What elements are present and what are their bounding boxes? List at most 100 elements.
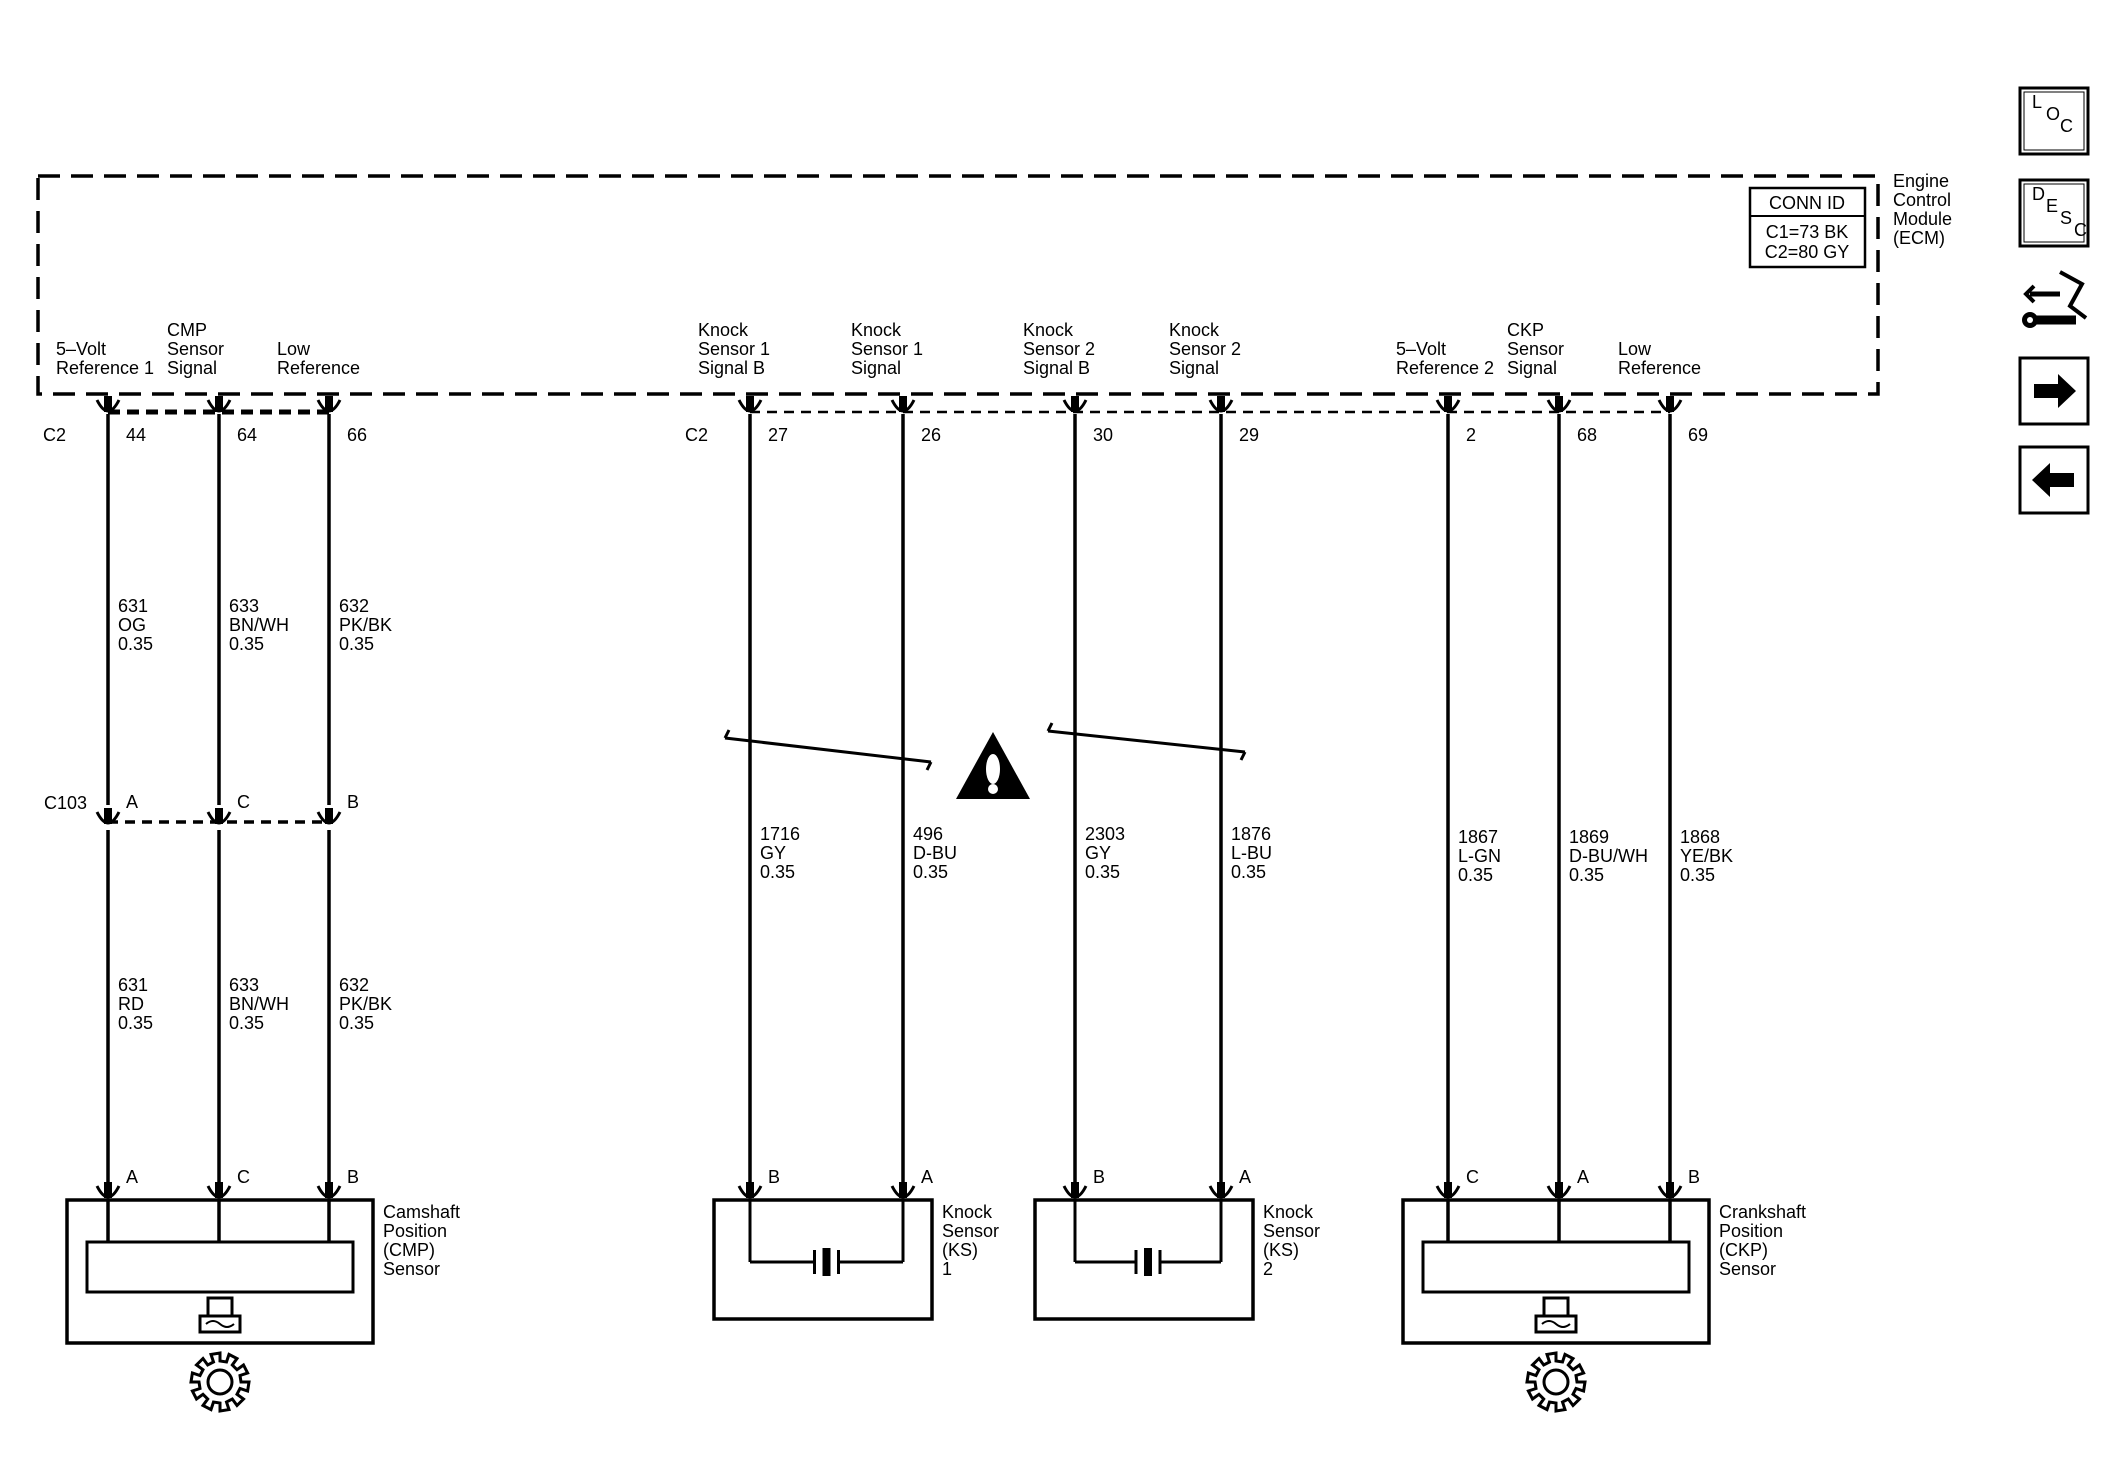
wire-label: D-BU [913,843,957,863]
wire-label: 632 [339,596,369,616]
component-pin-letter: A [126,1167,138,1187]
twisted-pair-mark [724,736,932,764]
warning-icon [956,732,1030,799]
wire-label: YE/BK [1680,846,1733,866]
component-name: 1 [942,1259,952,1279]
ecm-pin-label: Knock [851,320,902,340]
piezo-element-icon [1075,1248,1221,1276]
svg-text:C: C [2060,116,2073,136]
ecm-pin-label: Sensor 2 [1169,339,1241,359]
wire-label: 1716 [760,824,800,844]
ecm-module-name: Engine [1893,171,1949,191]
loc-icon[interactable]: LOC [2018,86,2090,156]
ecm-pin-label: Signal [1169,358,1219,378]
ecm-pin-label: Knock [1023,320,1074,340]
component-pin-letter: B [347,1167,359,1187]
connector-label: C2 [685,425,708,445]
wire-label: 496 [913,824,943,844]
component-name: Sensor [1719,1259,1776,1279]
wire-label: 0.35 [339,634,374,654]
wire-label: 0.35 [1569,865,1604,885]
ecm-pin-number: 44 [126,425,146,445]
ecm-pin-label: Low [277,339,311,359]
ecm-pin-label: 5–Volt [56,339,106,359]
ecm-module-name: Module [1893,209,1952,229]
ecm-module-outline [36,174,1880,396]
component-name: (KS) [1263,1240,1299,1260]
ecm-pin-label: Reference [1618,358,1701,378]
wire-label: L-GN [1458,846,1501,866]
ecm-pin-label: Knock [1169,320,1220,340]
schematic-icon[interactable] [2022,270,2088,328]
ecm-pin-label: CMP [167,320,207,340]
wire-label: 0.35 [118,1013,153,1033]
ecm-pin-label: Sensor 1 [698,339,770,359]
ecm-pin-label: Signal [851,358,901,378]
wire-label: GY [760,843,786,863]
wire-label: GY [1085,843,1111,863]
wire-label: 1869 [1569,827,1609,847]
inline-pin-letter: A [126,792,138,812]
component-name: Sensor [1263,1221,1320,1241]
wire-label: BN/WH [229,994,289,1014]
ecm-pin-number: 30 [1093,425,1113,445]
ecm-pin-label: Signal B [698,358,765,378]
ecm-module-name: (ECM) [1893,228,1945,248]
component-pin-letter: A [1577,1167,1589,1187]
ecm-module-name: Control [1893,190,1951,210]
ecm-pin-number: 68 [1577,425,1597,445]
wire-label: D-BU/WH [1569,846,1648,866]
ecm-pin-label: Signal [167,358,217,378]
svg-text:O: O [2046,104,2060,124]
ecm-pin-label: 5–Volt [1396,339,1446,359]
ecm-pin-label: Low [1618,339,1652,359]
ecm-pin-label: Sensor [167,339,224,359]
ecm-pin-number: 69 [1688,425,1708,445]
wire-label: 0.35 [118,634,153,654]
ecm-pin-label: Sensor 1 [851,339,923,359]
component-name: Crankshaft [1719,1202,1806,1222]
component-pin-letter: B [1093,1167,1105,1187]
component-name: Sensor [942,1221,999,1241]
component-pin-letter: B [768,1167,780,1187]
ecm-pin-label: Reference 2 [1396,358,1494,378]
wire-label: 0.35 [1458,865,1493,885]
prev-arrow-icon[interactable] [2018,445,2090,515]
wire-label: RD [118,994,144,1014]
svg-text:D: D [2032,184,2045,204]
wire-label: 631 [118,596,148,616]
wire-label: OG [118,615,146,635]
component-name: 2 [1263,1259,1273,1279]
connector-c103-label: C103 [44,793,87,813]
component-name: Position [383,1221,447,1241]
component-pin-letter: A [1239,1167,1251,1187]
wire-label: PK/BK [339,994,392,1014]
wire-label: 0.35 [1231,862,1266,882]
wire-label: 1867 [1458,827,1498,847]
component-pin-letter: A [921,1167,933,1187]
wire-label: L-BU [1231,843,1272,863]
wire-label: 0.35 [913,862,948,882]
hall-sensor-icon [198,1296,242,1334]
circuit-64: CMPSensorSignal64633BN/WH0.35C633BN/WH0.… [167,320,289,1199]
svg-text:L: L [2032,92,2042,112]
component-name: Camshaft [383,1202,460,1222]
ecm-pin-label: CKP [1507,320,1544,340]
ecm-pin-label: Sensor [1507,339,1564,359]
next-arrow-icon[interactable] [2018,356,2090,426]
gear-icon [189,1351,251,1413]
ecm-pin-label: Sensor 2 [1023,339,1095,359]
svg-text:C: C [2074,220,2087,240]
twisted-pair-mark [1047,729,1246,754]
component-name: (CMP) [383,1240,435,1260]
svg-text:S: S [2060,208,2072,228]
